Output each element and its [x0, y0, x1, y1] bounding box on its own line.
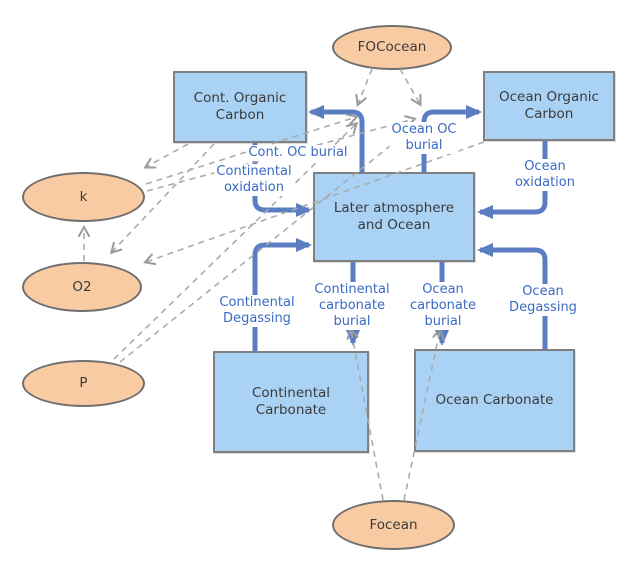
flow-label-ocean-degassing: Ocean Degassing: [507, 284, 579, 316]
flow-label-ocean-oc-burial: Ocean OC burial: [389, 122, 459, 154]
flow-label-continental-carbonate-burial: Continental carbonate burial: [312, 282, 392, 330]
node-label-ocean-organic-carbon: Ocean Organic Carbon: [499, 89, 599, 122]
node-k[interactable]: k: [22, 172, 145, 222]
flow-label-ocean-oxidation: Ocean oxidation: [513, 159, 577, 191]
node-label-ocean-carbonate: Ocean Carbonate: [435, 392, 554, 408]
flow-label-ocean-carbonate-burial: Ocean carbonate burial: [408, 282, 478, 330]
node-continental-carbonate[interactable]: Continental Carbonate: [213, 351, 369, 453]
node-o2[interactable]: O2: [22, 262, 142, 312]
flow-arrow-cont-oc-burial: [308, 105, 365, 172]
influence-arrow-fococean-to-cont-oc-burial: [355, 68, 373, 107]
node-ocean-carbonate[interactable]: Ocean Carbonate: [414, 349, 575, 452]
node-later-atmosphere-ocean[interactable]: Later atmosphere and Ocean: [313, 172, 475, 262]
node-label-fococean: FOCocean: [357, 39, 427, 55]
node-p[interactable]: P: [22, 360, 145, 407]
node-label-k: k: [79, 188, 88, 205]
node-label-focean: Focean: [369, 516, 418, 533]
node-label-p: P: [79, 375, 88, 391]
flow-label-cont-oc-burial: Cont. OC burial: [246, 145, 350, 161]
flow-label-continental-oxidation: Continental oxidation: [214, 164, 294, 196]
node-fococean[interactable]: FOCocean: [332, 25, 452, 70]
node-ocean-organic-carbon[interactable]: Ocean Organic Carbon: [483, 71, 615, 141]
node-focean[interactable]: Focean: [332, 500, 455, 550]
influence-arrow-fococean-to-ocean-oc-burial: [399, 68, 422, 107]
influence-arrow-cont-organic-carbon-to-k: [143, 143, 189, 169]
flow-label-continental-degassing: Continental Degassing: [217, 295, 297, 327]
node-label-cont-organic-carbon: Cont. Organic Carbon: [193, 90, 287, 123]
node-cont-organic-carbon[interactable]: Cont. Organic Carbon: [173, 71, 307, 143]
node-label-later-atmosphere-ocean: Later atmosphere and Ocean: [333, 200, 455, 233]
node-label-o2: O2: [72, 278, 92, 295]
node-label-continental-carbonate: Continental Carbonate: [251, 385, 331, 418]
